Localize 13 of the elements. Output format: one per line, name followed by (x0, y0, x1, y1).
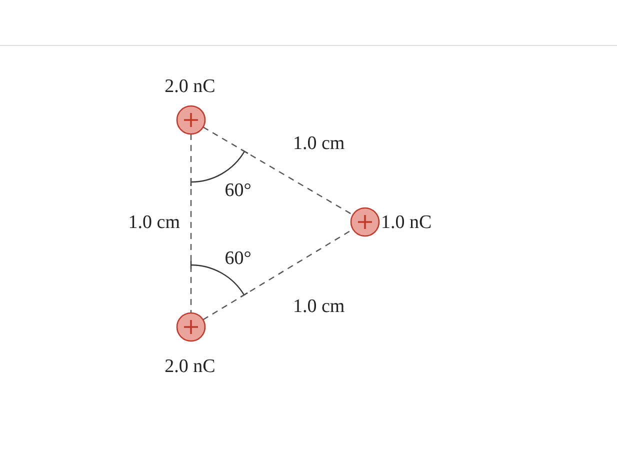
charge-label: 1.0 nC (381, 213, 432, 232)
angle-label: 60° (224, 181, 252, 200)
edge-label: 1.0 cm (128, 213, 180, 232)
edge-label: 1.0 cm (293, 297, 345, 316)
dashed-line (190, 134, 192, 313)
charge-circle (350, 207, 380, 237)
edge-label: 1.0 cm (293, 134, 345, 153)
charge-circle (176, 105, 206, 135)
charge-label: 2.0 nC (164, 77, 216, 96)
charge-label: 2.0 nC (164, 357, 216, 376)
angle-label: 60° (224, 249, 252, 268)
charge-circle (176, 312, 206, 342)
dashed-line (202, 126, 354, 216)
